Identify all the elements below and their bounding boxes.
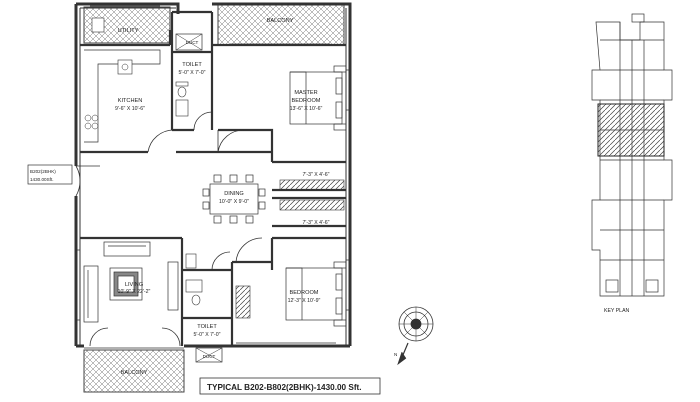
master-bedroom-label-1: MASTER	[294, 90, 317, 96]
interior-walls	[80, 10, 346, 346]
compass-icon	[397, 306, 434, 366]
toilet-bottom-dim: 5'-0" X 7'-0"	[193, 332, 220, 338]
balcony-top-area	[217, 4, 345, 46]
bedroom-door	[235, 237, 263, 263]
balcony-top-label: BALCONY	[267, 18, 294, 24]
unit-tag-line2: 1430.00Sft.	[30, 177, 54, 182]
unit-tag-line1: B202(2BHK)	[30, 169, 56, 174]
stove-icon	[84, 114, 99, 130]
living-label: LIVING	[125, 282, 143, 288]
balcony-bottom-area	[83, 349, 185, 393]
toilet-top-fixtures	[175, 81, 189, 117]
key-plan-highlight	[597, 103, 665, 157]
wardrobe-bottom	[279, 199, 345, 211]
kitchen-label: KITCHEN	[118, 98, 143, 104]
bedroom-label: BEDROOM	[290, 290, 319, 296]
key-plan	[591, 13, 673, 297]
outer-walls	[74, 2, 352, 348]
master-bedroom-dim: 13'-6" X 10'-6"	[290, 106, 323, 112]
utility-sink-icon	[91, 17, 105, 33]
wardrobe-bedroom	[235, 285, 251, 319]
living-dim: 10'-9" X 22'-2"	[118, 289, 151, 295]
compass-north-label: N	[394, 352, 397, 357]
passage-top-dim: 7'-3" X 4'-6"	[302, 172, 329, 178]
duct-top-label: DUCT	[186, 40, 199, 45]
master-door	[217, 129, 245, 153]
balcony-door	[89, 327, 181, 347]
entry-door	[75, 165, 100, 197]
key-plan-label: KEY PLAN	[604, 308, 630, 314]
kitchen-dim: 9'-6" X 10'-6"	[115, 106, 145, 112]
duct-bottom-label: DUCT	[203, 354, 216, 359]
balcony-bottom-label: BALCONY	[121, 370, 148, 376]
toilet-top-label: TOILET	[182, 62, 202, 68]
passage-bottom-dim: 7'-3" X 4'-6"	[302, 220, 329, 226]
unit-tag: B202(2BHK) 1430.00Sft.	[27, 164, 73, 185]
plan-title: TYPICAL B202-B802(2BHK)-1430.00 Sft.	[207, 383, 362, 392]
floor-plan	[74, 2, 352, 393]
windows	[76, 3, 350, 349]
master-bed-icon	[289, 65, 347, 131]
utility-label: UTILITY	[118, 28, 139, 34]
dining-dim: 10'-0" X 9'-0"	[219, 199, 249, 205]
dining-table-icon	[202, 174, 266, 224]
dining-label: DINING	[224, 191, 244, 197]
bedroom-dim: 12'-3" X 10'-9"	[288, 298, 321, 304]
kitchen-door	[147, 129, 175, 153]
toilet-bottom-fixtures	[185, 253, 203, 306]
master-bedroom-label-2: BEDROOM	[292, 98, 321, 104]
living-furniture	[83, 241, 179, 323]
toilet-top-dim: 5'-0" X 7'-0"	[178, 70, 205, 76]
toilet-top-door	[193, 111, 213, 131]
toilet-bottom-door	[211, 251, 231, 271]
toilet-bottom-label: TOILET	[197, 324, 217, 330]
wardrobe-top	[279, 179, 345, 191]
bedroom-bed-icon	[285, 261, 347, 327]
